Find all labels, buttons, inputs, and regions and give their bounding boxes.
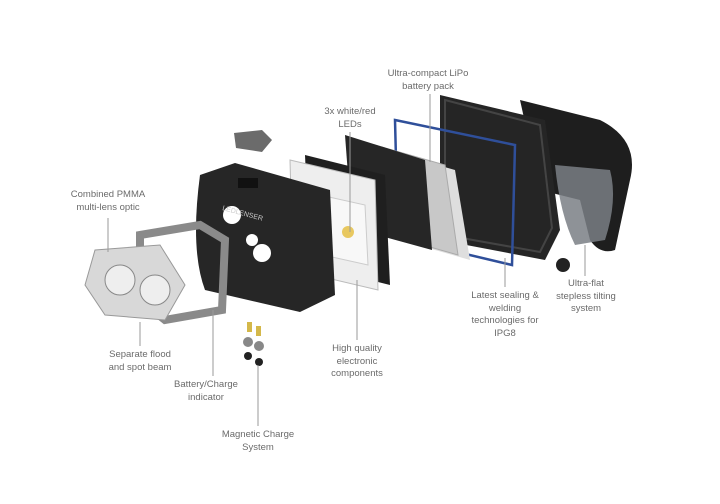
lens-optic: [84, 244, 186, 321]
label-line: system: [570, 303, 602, 314]
label-line: Ultra-flat: [568, 278, 604, 289]
leader-lines: [107, 94, 586, 426]
label-line: IPG8: [494, 327, 516, 339]
label-line: Combined PMMA: [70, 189, 146, 200]
label-line: Latest sealing &: [471, 290, 539, 301]
label-line: 3x white/red: [324, 106, 376, 117]
magnetic-charge-parts: [243, 322, 264, 366]
label-line: components: [331, 368, 383, 379]
label-line: electronic: [336, 355, 378, 367]
label-line: Magnetic Charge: [221, 429, 295, 440]
button-cap: [234, 130, 272, 152]
label-line: indicator: [188, 391, 224, 403]
label-line: Separate flood: [109, 349, 171, 360]
label-line: technologies for: [471, 315, 539, 326]
tilt-knob: [556, 258, 570, 272]
label-line: multi-lens optic: [76, 201, 140, 213]
label-line: LEDs: [338, 118, 362, 130]
front-housing: LEDLENSER: [196, 163, 335, 312]
tilting-bracket: [520, 100, 632, 272]
label-line: and spot beam: [108, 361, 172, 373]
label-line: System: [242, 441, 274, 453]
label-line: Battery/Charge: [174, 379, 238, 390]
label-line: stepless tilting: [556, 290, 616, 302]
label-line: battery pack: [402, 80, 454, 92]
led-chip: [342, 226, 354, 238]
label-line: Ultra-compact LiPo: [387, 68, 469, 79]
label-line: welding: [488, 302, 522, 314]
label-line: High quality: [332, 343, 382, 354]
